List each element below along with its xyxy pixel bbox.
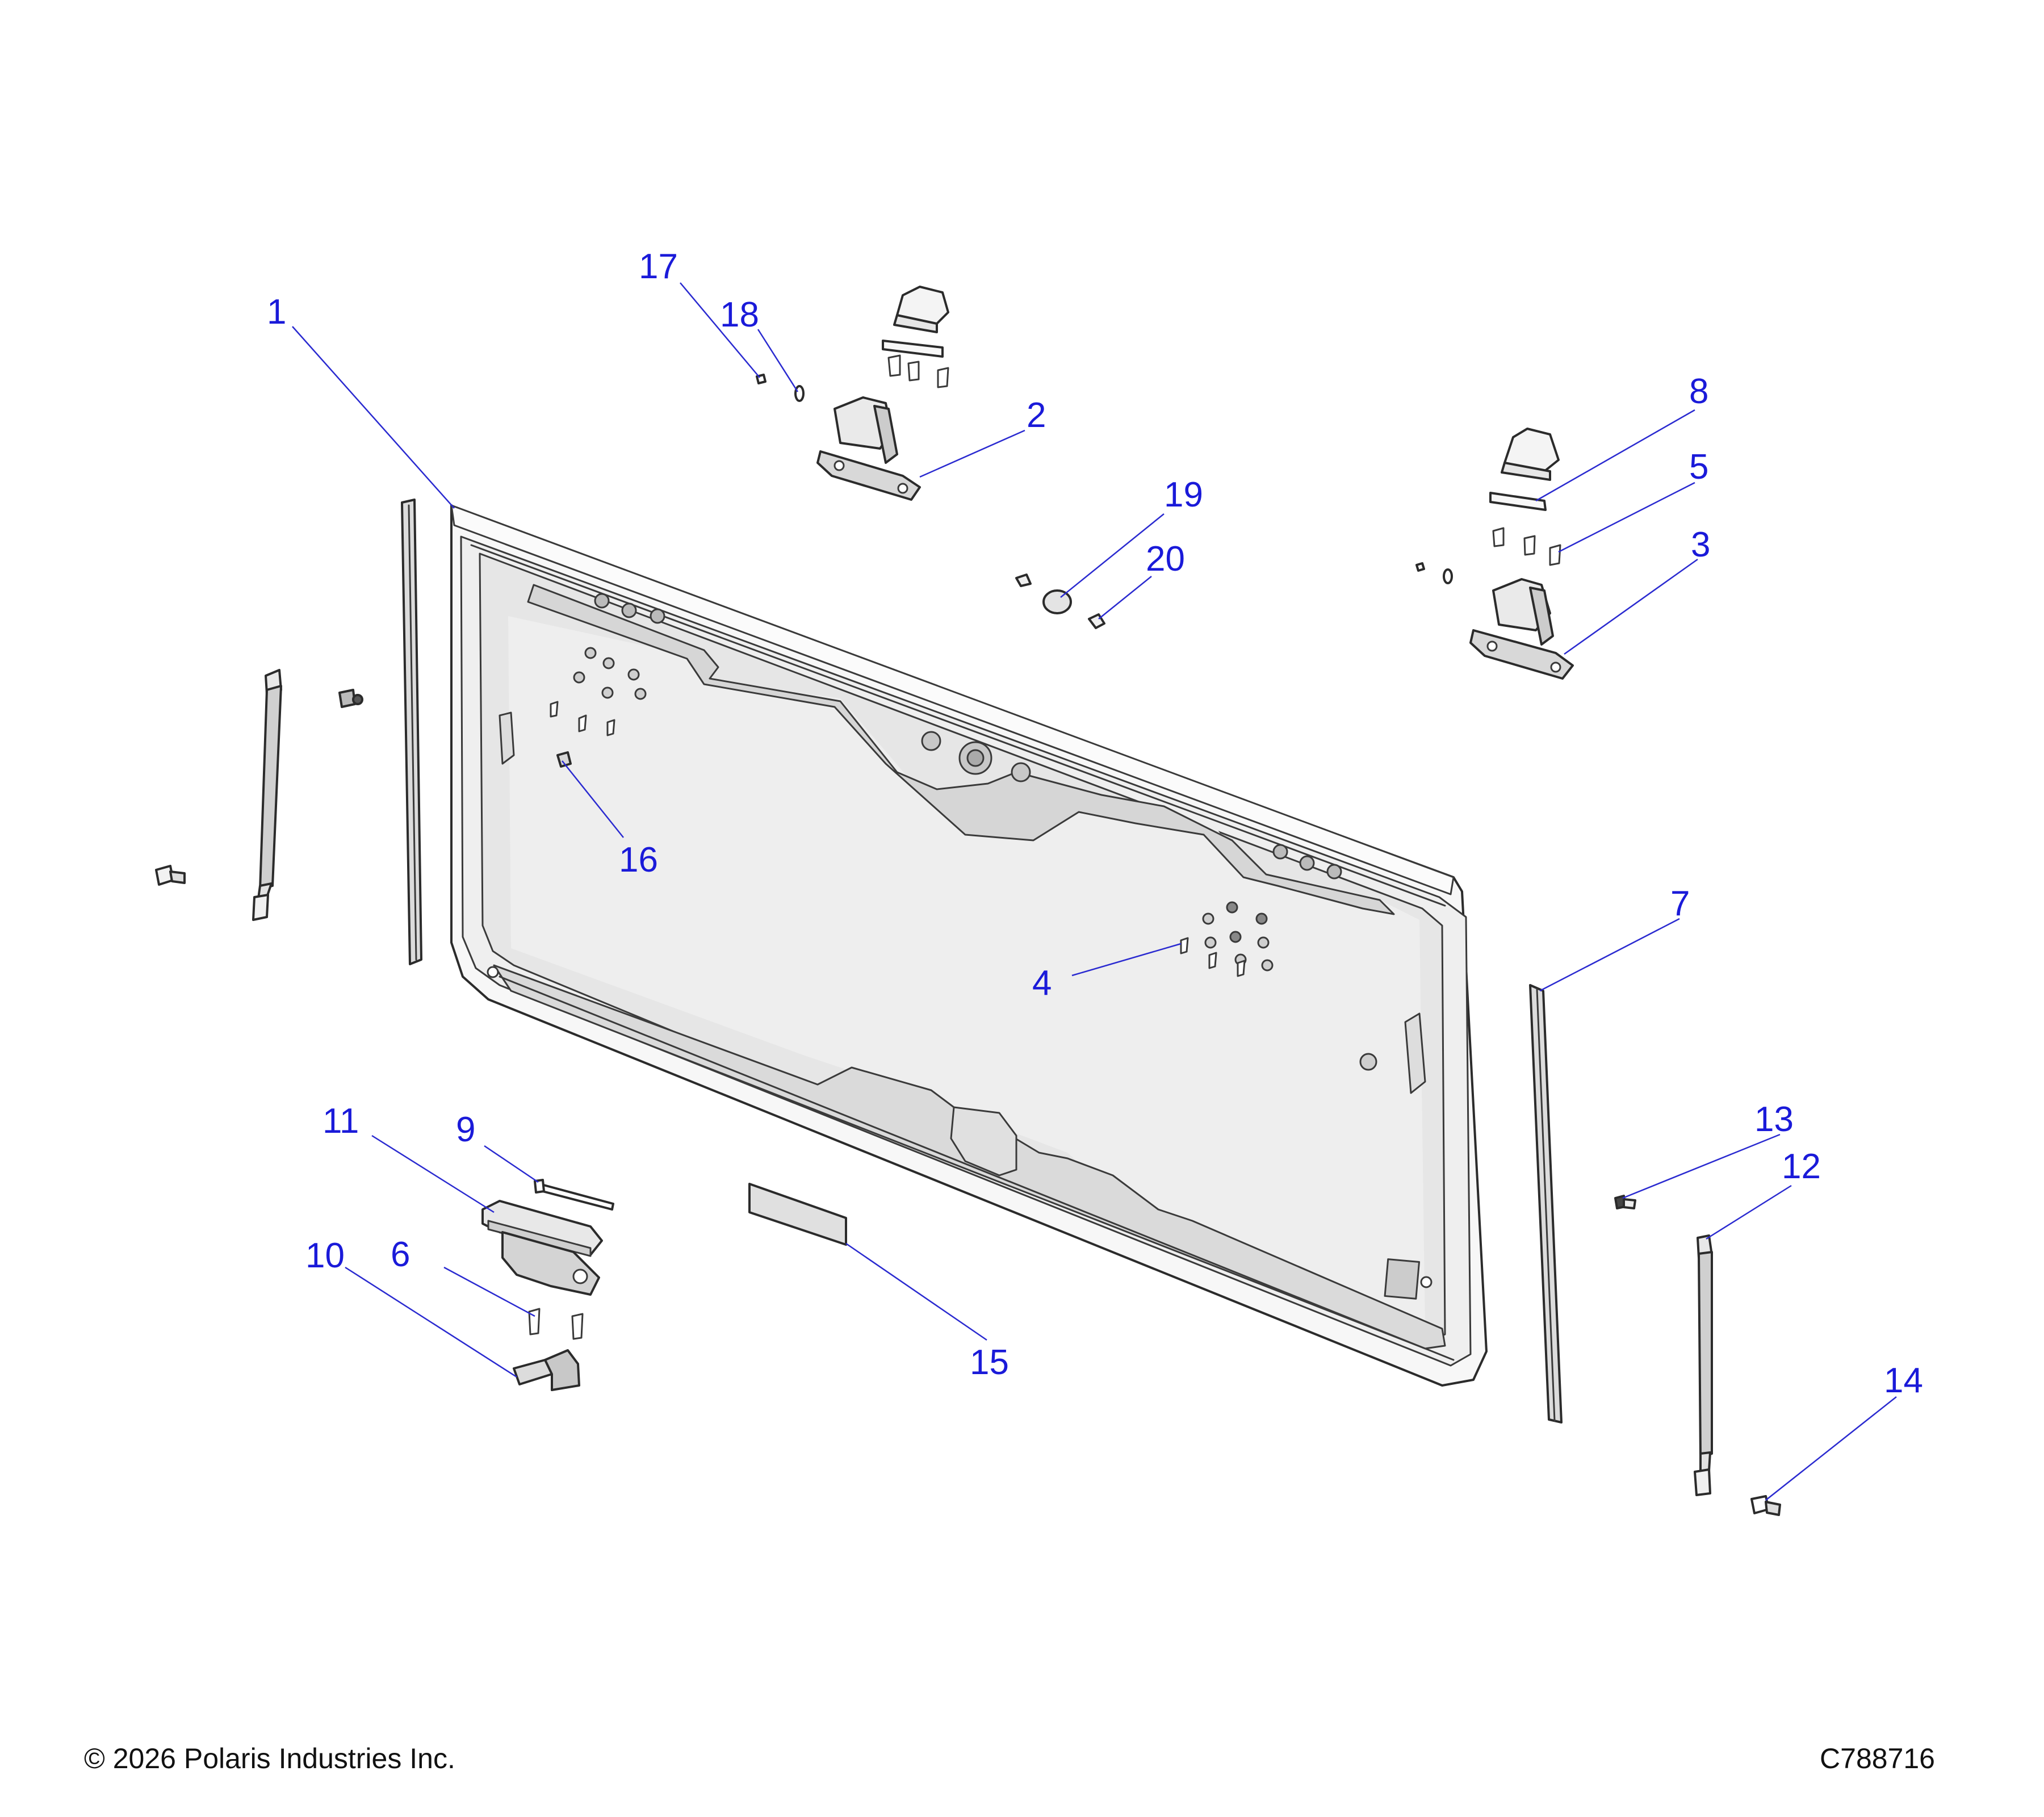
callout-3: 3 <box>1691 525 1710 564</box>
rear-window-assembly <box>450 504 1488 1387</box>
o-ring-18 <box>794 385 805 402</box>
leader-10 <box>345 1266 517 1378</box>
mounting-holes-center <box>921 731 1031 782</box>
left-gas-strut <box>252 669 282 921</box>
ball-stud-14 <box>1750 1495 1781 1516</box>
right-gas-strut <box>1694 1234 1713 1496</box>
bumper-small-left <box>1015 573 1032 587</box>
callout-1: 1 <box>267 292 286 332</box>
leader-11 <box>371 1134 495 1213</box>
leader-6 <box>443 1266 535 1317</box>
callout-5: 5 <box>1689 447 1708 487</box>
copyright-notice: © 2026 Polaris Industries Inc. <box>84 1743 455 1774</box>
leader-12 <box>1706 1184 1792 1240</box>
bolts-lower-right <box>1180 937 1246 977</box>
callout-8: 8 <box>1689 372 1708 411</box>
callout-2: 2 <box>1027 396 1046 435</box>
hinge-upper-right <box>1415 428 1574 680</box>
striker-10 <box>513 1349 580 1391</box>
latch-handle-11 <box>481 1200 603 1296</box>
left-ball-stud-upper <box>338 689 363 708</box>
leader-19 <box>1060 513 1165 598</box>
leader-15 <box>845 1242 987 1341</box>
callout-18: 18 <box>720 295 759 334</box>
leader-8 <box>1535 409 1695 502</box>
hinge-upper-left <box>816 286 949 501</box>
callout-12: 12 <box>1782 1147 1821 1186</box>
callout-7: 7 <box>1670 884 1690 923</box>
left-ball-stud-lower <box>155 865 186 886</box>
leader-17 <box>680 282 760 378</box>
mounting-holes-upper-left <box>573 593 665 700</box>
leader-14 <box>1765 1396 1897 1501</box>
leader-2 <box>919 429 1025 478</box>
screws-6 <box>528 1308 584 1340</box>
callout-19: 19 <box>1164 475 1203 514</box>
pin-9 <box>534 1179 614 1211</box>
callout-10: 10 <box>305 1236 345 1275</box>
right-weatherstrip <box>1529 984 1563 1424</box>
decal-15 <box>748 1183 847 1246</box>
callout-11: 11 <box>322 1102 359 1141</box>
leader-13 <box>1622 1133 1781 1199</box>
callout-6: 6 <box>391 1235 410 1274</box>
ball-stud-13 <box>1614 1195 1636 1209</box>
callout-4: 4 <box>1032 964 1052 1003</box>
nut-16 <box>556 751 572 768</box>
callout-14: 14 <box>1884 1361 1923 1400</box>
leader-18 <box>757 329 799 392</box>
callout-17: 17 <box>639 247 678 286</box>
leader-4 <box>1071 943 1182 977</box>
callout-9: 9 <box>456 1110 475 1149</box>
callout-16: 16 <box>619 840 658 880</box>
callout-13: 13 <box>1754 1100 1794 1139</box>
leader-16 <box>562 760 624 838</box>
drawing-number: C788716 <box>1820 1743 1935 1774</box>
leader-5 <box>1558 482 1695 553</box>
leader-9 <box>484 1145 539 1183</box>
callout-20: 20 <box>1146 539 1185 579</box>
callout-labels: 1 2 3 4 5 6 7 8 9 10 11 12 13 14 15 16 1… <box>267 247 1923 1400</box>
leader-7 <box>1539 918 1680 992</box>
leader-3 <box>1564 558 1698 655</box>
leader-1 <box>292 326 455 509</box>
left-weatherstrip <box>401 499 422 965</box>
callout-15: 15 <box>970 1343 1009 1382</box>
bumper-19 <box>1042 589 1072 614</box>
leader-lines <box>292 282 1897 1501</box>
leader-20 <box>1098 576 1152 619</box>
bolts-upper-left <box>550 701 615 736</box>
